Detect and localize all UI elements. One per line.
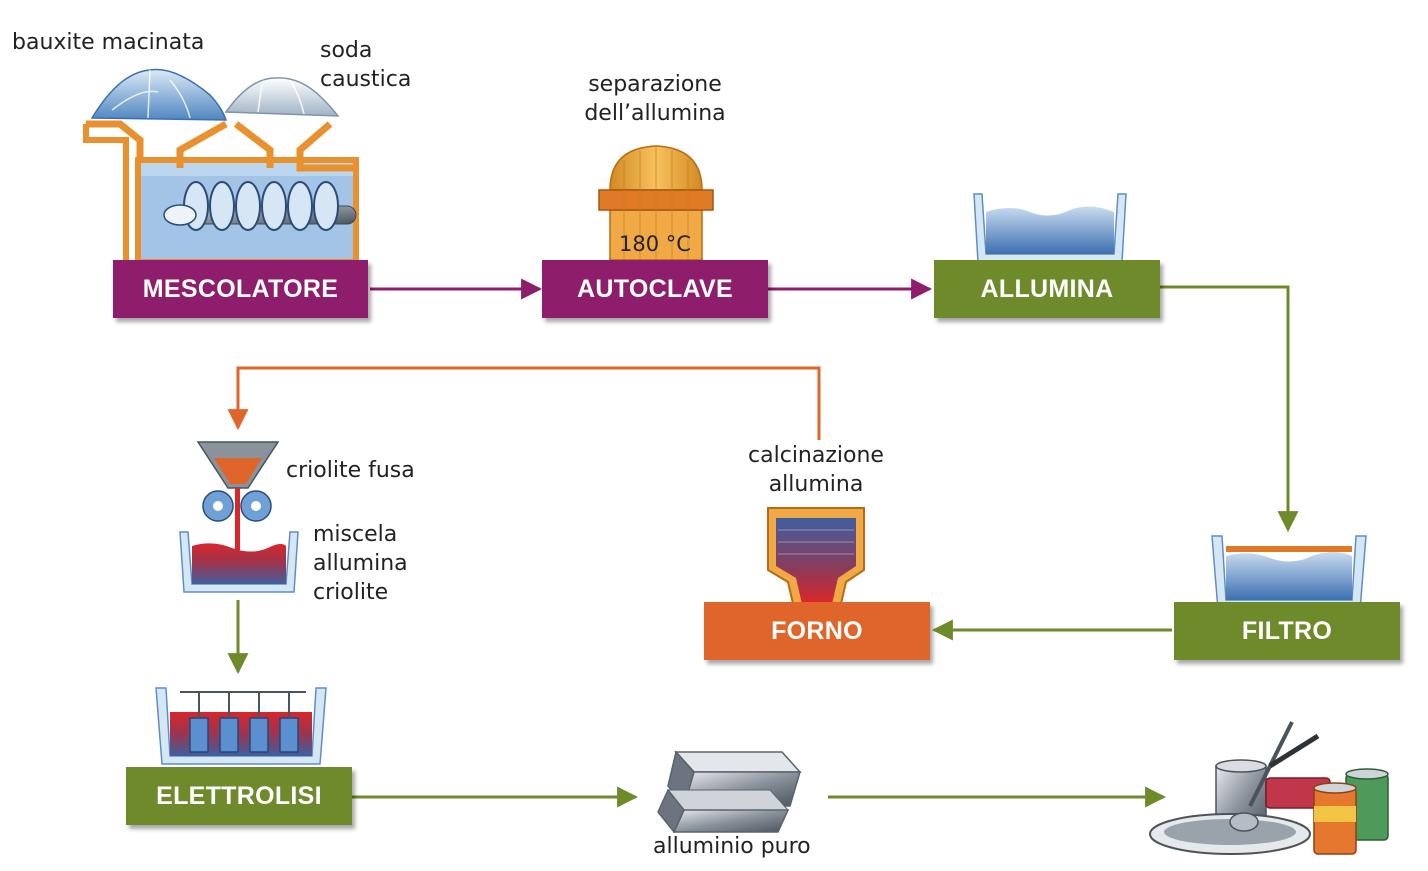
stage-mescolatore: MESCOLATORE — [113, 260, 368, 318]
label-soda: soda caustica — [320, 36, 411, 94]
mixture-tank-icon — [179, 531, 299, 593]
stage-filtro: FILTRO — [1174, 602, 1400, 660]
ingots-icon — [657, 750, 802, 834]
funnel-icon — [196, 441, 280, 550]
stage-elettrolisi: ELETTROLISI — [126, 767, 352, 825]
arrow-allumina-filtro — [1160, 285, 1299, 533]
stage-forno: FORNO — [704, 602, 930, 660]
label-miscela-line3: criolite — [313, 580, 389, 605]
label-calcinazione-line1: calcinazione — [748, 443, 884, 468]
furnace-icon — [767, 507, 865, 609]
label-temperature: 180 °C — [619, 232, 691, 256]
label-bauxite: bauxite macinata — [12, 30, 205, 55]
label-calcinazione-line2: allumina — [768, 472, 864, 497]
label-soda-line2: caustica — [320, 67, 412, 92]
electrolysis-cell-icon — [155, 687, 327, 765]
stage-allumina: ALLUMINA — [934, 260, 1160, 318]
label-calcinazione: calcinazione allumina — [736, 441, 896, 499]
arrow-forno-criolite — [227, 366, 821, 440]
autoclave-icon — [598, 145, 714, 261]
label-soda-line1: soda — [320, 38, 373, 63]
soda-pile-icon — [224, 77, 340, 117]
kitchenware-icon — [1149, 721, 1389, 855]
label-separazione-line2: dell’allumina — [584, 101, 726, 126]
tank-icon — [973, 193, 1127, 263]
bauxite-pile-icon — [90, 68, 228, 121]
label-miscela-line2: allumina — [313, 551, 408, 576]
mixer-icon — [83, 68, 359, 265]
label-separazione: separazione dell’allumina — [570, 70, 740, 128]
label-miscela: miscela allumina criolite — [313, 520, 408, 607]
stage-autoclave: AUTOCLAVE — [542, 260, 768, 318]
label-miscela-line1: miscela — [313, 522, 398, 547]
label-separazione-line1: separazione — [588, 72, 722, 97]
flow-arrows — [227, 278, 1299, 808]
label-criolite-fusa: criolite fusa — [286, 458, 415, 483]
filter-tank-icon — [1211, 535, 1367, 611]
label-alluminio-puro: alluminio puro — [653, 834, 811, 859]
